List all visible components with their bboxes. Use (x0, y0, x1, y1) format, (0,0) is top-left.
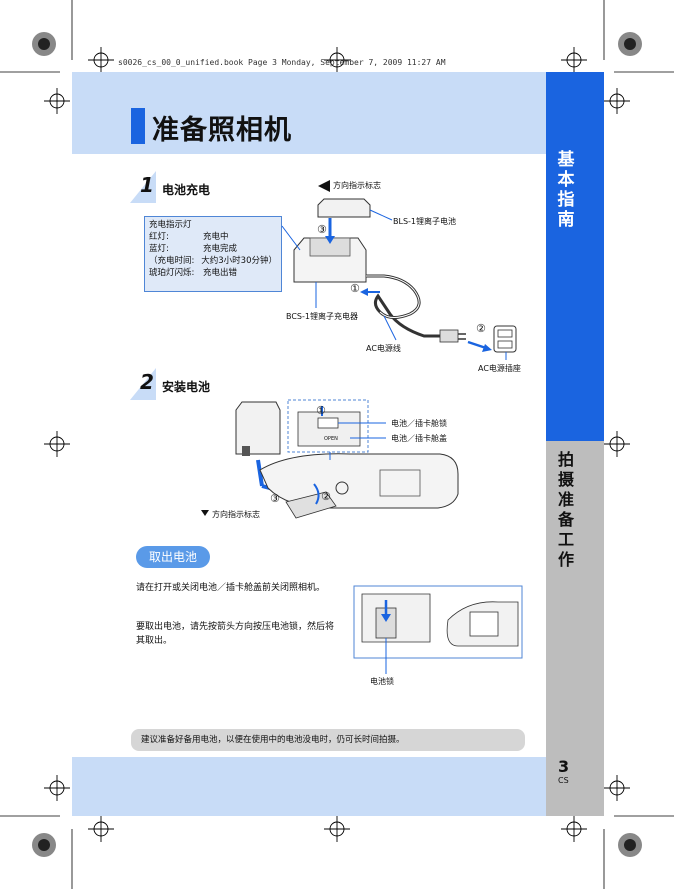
step-marker-3: ③ (317, 223, 327, 236)
step-2-title: 安装电池 (162, 380, 211, 394)
battery-icon (235, 401, 281, 455)
sidebar-tab-prep (546, 441, 604, 816)
plug-icon (439, 329, 459, 343)
color-wheel-icon (32, 32, 642, 857)
indicator-key: 琥珀灯闪烁: (149, 268, 195, 278)
indicator-key: 蓝灯: (149, 244, 169, 254)
remove-note-2: 要取出电池，请先按箭头方向按压电池锁，然后将其取出。 (136, 622, 335, 646)
outlet-icon (493, 325, 517, 353)
direction-arrow-icon (201, 510, 209, 516)
title-band (72, 72, 546, 154)
ac-cable-label: AC电源线 (366, 344, 401, 353)
cover-label: 电池／插卡舱盖 (391, 434, 447, 443)
indicator-heading: 充电指示灯 (149, 220, 192, 230)
title-accent-bar (131, 108, 145, 144)
direction-indicator-label: 方向指示标志 (212, 510, 260, 519)
step-1-title: 电池充电 (162, 183, 211, 197)
open-label: OPEN (324, 436, 338, 442)
indicator-value: 充电完成 (203, 244, 238, 254)
battery-label: BLS-1锂离子电池 (393, 217, 456, 226)
page-language: CS (558, 776, 569, 785)
step-1-number: 1 (140, 173, 154, 197)
sidebar-tab-basic (546, 72, 604, 441)
direction-indicator-label: 方向指示标志 (333, 181, 381, 190)
step-2-marker (130, 368, 156, 400)
lock-label: 电池／插卡舱锁 (391, 419, 447, 428)
registration-target-icon (44, 47, 630, 842)
step-2-number: 2 (140, 370, 154, 394)
battery-lock-label: 电池锁 (370, 677, 394, 686)
page-title: 准备照相机 (152, 115, 292, 146)
battery-icon (317, 198, 371, 218)
remove-battery-pill: 取出电池 (136, 546, 210, 568)
charge-indicator-box: 充电指示灯 红灯: 充电中 蓝灯: 充电完成 （充电时间: 大约3小时30分钟） 琥珀… (144, 216, 282, 292)
step-marker-2: ② (476, 322, 486, 335)
charger-label: BCS-1锂离子充电器 (286, 312, 358, 321)
indicator-value: 充电中 (203, 232, 229, 242)
step-marker-3: ③ (270, 492, 280, 505)
indicator-key: 红灯: (149, 232, 169, 242)
ac-outlet-label: AC电源插座 (478, 364, 521, 373)
sidebar-label-prep: 拍摄准备工作 (557, 450, 574, 569)
tip-bar: 建议准备好备用电池，以便在使用中的电池没电时，仍可长时间拍摄。 (131, 729, 525, 751)
step-marker-2: ② (321, 490, 331, 503)
indicator-value: 大约3小时30分钟） (201, 256, 277, 266)
step-marker-1: ① (316, 404, 326, 417)
remove-note-1: 请在打开或关闭电池／插卡舱盖前关闭照相机。 (136, 583, 326, 593)
direction-arrow-icon (318, 180, 330, 192)
sidebar-label-basic: 基本指南 (557, 150, 575, 230)
book-header: s0026_cs_00_0_unified.book Page 3 Monday… (118, 58, 446, 67)
page-number: 3 (558, 757, 570, 776)
step-1-marker (130, 171, 156, 203)
indicator-value: 充电出错 (203, 268, 238, 278)
footer-band (72, 757, 546, 816)
step-marker-1: ① (350, 282, 360, 295)
indicator-key: （充电时间: (149, 256, 195, 266)
